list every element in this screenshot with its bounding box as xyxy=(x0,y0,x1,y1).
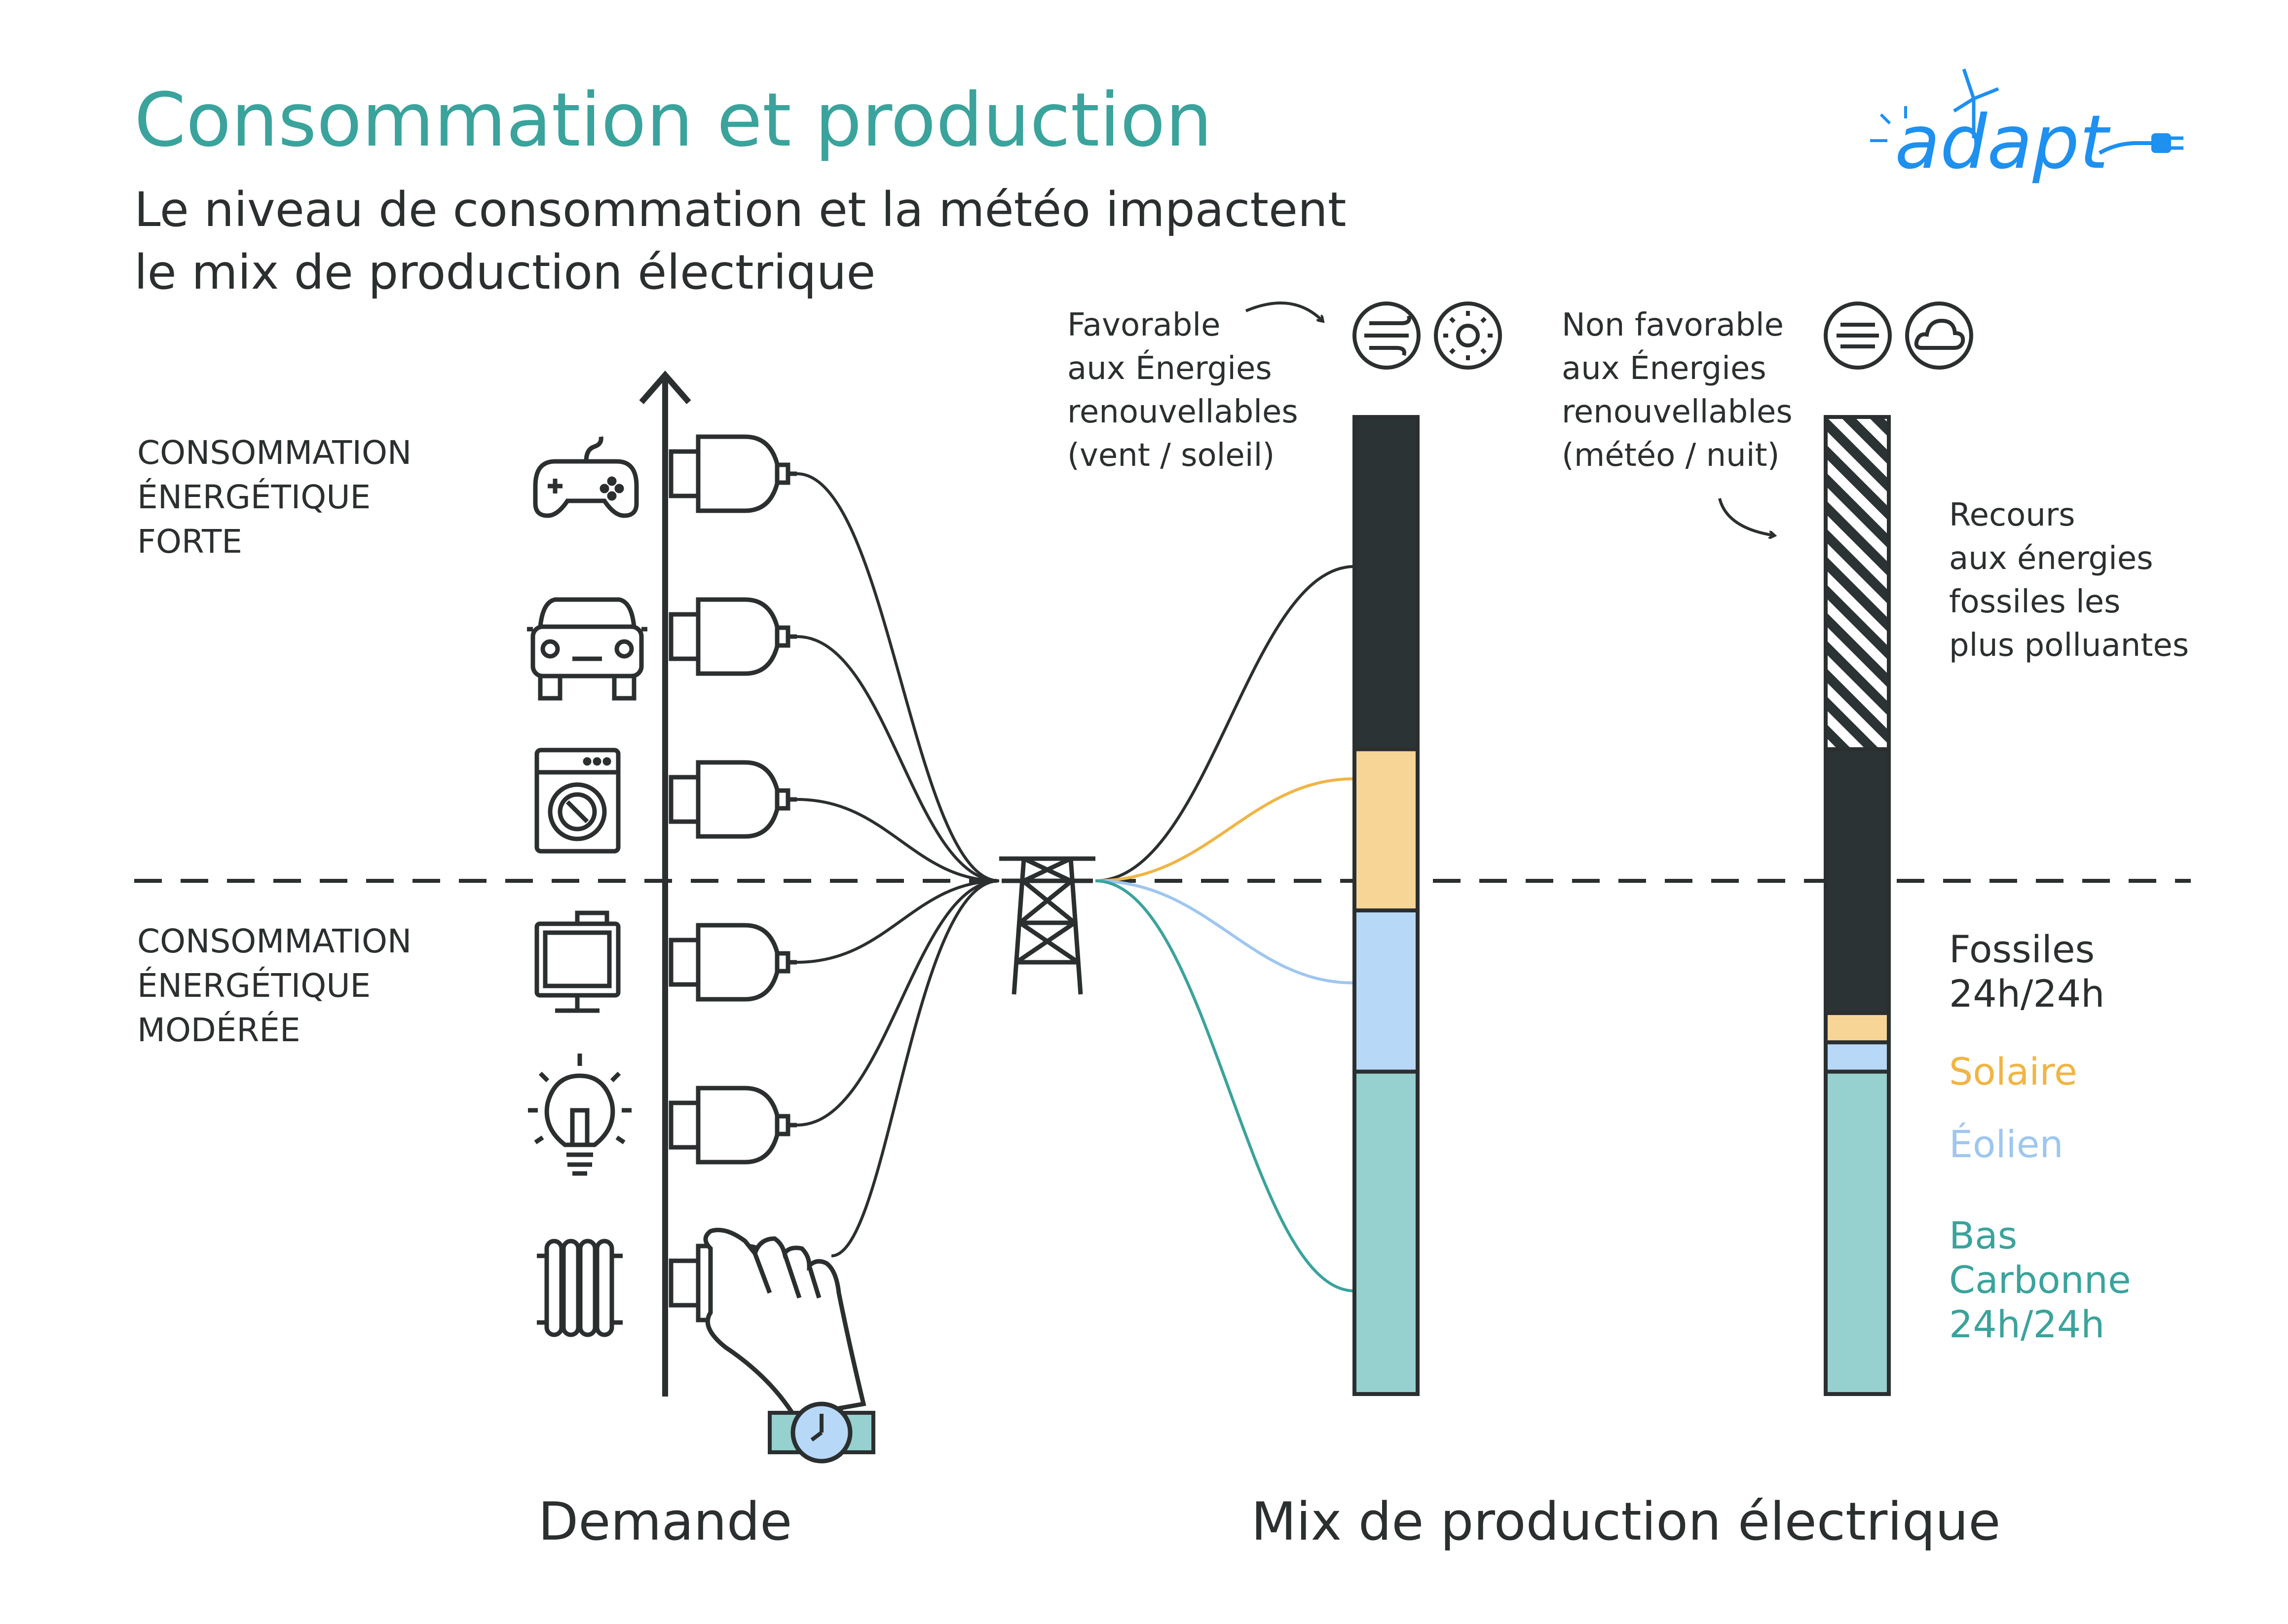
plugs-group xyxy=(669,434,797,1322)
supply-wire-4 xyxy=(1095,879,1355,1292)
supply-wire-3 xyxy=(1095,879,1355,984)
svg-text:24h/24h: 24h/24h xyxy=(1949,1302,2104,1346)
production-mix-bars xyxy=(1352,415,1891,1397)
favorable-arrow xyxy=(1245,302,1322,321)
page-subtitle-line-2: le mix de production électrique xyxy=(134,245,875,300)
svg-text:CONSOMMATION: CONSOMMATION xyxy=(137,434,412,472)
demand-wire-5 xyxy=(796,879,1000,1127)
sun-rays-icon xyxy=(1870,106,1907,142)
light-bulb-icon xyxy=(528,1054,632,1176)
wind-turbine-icon xyxy=(1953,68,1999,138)
fossil-note-text: Recours aux énergies fossiles les plus p… xyxy=(1949,497,2189,664)
fog-icon xyxy=(1824,302,1892,370)
game-controller-icon xyxy=(533,436,639,518)
demand-wire-6 xyxy=(831,879,1000,1257)
plug-2 xyxy=(669,597,797,676)
unfavorable-arrow xyxy=(1718,498,1774,535)
plug-icon xyxy=(2151,133,2171,153)
cloud-icon xyxy=(1905,302,1973,370)
bar-segment-2-4 xyxy=(1824,747,1891,1015)
supply-wire-2 xyxy=(1095,777,1355,882)
plug-1 xyxy=(669,434,797,513)
bar-segment-2-2 xyxy=(1824,1040,1891,1074)
svg-text:24h/24h: 24h/24h xyxy=(1949,972,2104,1016)
bar-segment-1-2 xyxy=(1352,908,1420,1074)
svg-text:Favorable: Favorable xyxy=(1067,307,1221,343)
bar-segment-1-1 xyxy=(1352,1069,1420,1397)
legend-bas-carbonne: Bas Carbonne 24h/24h xyxy=(1949,1213,2131,1346)
legend-eolien: Éolien xyxy=(1949,1122,2063,1166)
watch-icon xyxy=(768,1401,875,1464)
pylon-icon xyxy=(999,856,1095,995)
hand-icon xyxy=(703,1228,866,1419)
demand-wire-4 xyxy=(796,879,1000,964)
plug-4 xyxy=(669,923,797,1002)
svg-text:ÉNERGÉTIQUE: ÉNERGÉTIQUE xyxy=(137,966,371,1005)
svg-text:ÉNERGÉTIQUE: ÉNERGÉTIQUE xyxy=(137,478,371,516)
demand-wire-3 xyxy=(796,798,1000,882)
wires-group xyxy=(796,472,1355,1292)
svg-text:(météo / nuit): (météo / nuit) xyxy=(1562,437,1780,474)
sun-icon xyxy=(1434,302,1502,370)
svg-text:MODÉRÉE: MODÉRÉE xyxy=(137,1011,300,1049)
demand-axis xyxy=(639,370,691,1397)
logo-text: adapt xyxy=(1895,100,2111,186)
svg-text:plus polluantes: plus polluantes xyxy=(1949,627,2189,664)
legend-solaire: Solaire xyxy=(1949,1050,2077,1094)
bar-segment-1-4 xyxy=(1352,415,1420,752)
adapt-logo: adapt xyxy=(1870,68,2183,186)
washing-machine-icon xyxy=(534,748,621,854)
svg-text:Carbonne: Carbonne xyxy=(1949,1258,2131,1302)
demand-wire-2 xyxy=(796,635,1000,882)
plug-3 xyxy=(669,760,797,839)
svg-text:renouvellables: renouvellables xyxy=(1562,394,1793,430)
svg-text:Recours: Recours xyxy=(1949,497,2075,533)
svg-text:(vent / soleil): (vent / soleil) xyxy=(1067,437,1275,474)
label-consommation-moderee: CONSOMMATION ÉNERGÉTIQUE MODÉRÉE xyxy=(137,922,412,1049)
svg-text:Bas: Bas xyxy=(1949,1213,2017,1257)
demande-label: Demande xyxy=(538,1491,792,1552)
television-icon xyxy=(534,910,621,1013)
page-subtitle-line-1: Le niveau de consommation et la météo im… xyxy=(134,182,1347,237)
radiator-icon xyxy=(537,1239,623,1337)
svg-text:CONSOMMATION: CONSOMMATION xyxy=(137,922,412,960)
svg-text:FORTE: FORTE xyxy=(137,523,242,561)
plug-5 xyxy=(669,1086,797,1165)
svg-text:aux Énergies: aux Énergies xyxy=(1562,349,1766,387)
bar-segment-2-1 xyxy=(1824,1069,1891,1397)
demand-wire-1 xyxy=(796,472,1000,882)
label-consommation-forte: CONSOMMATION ÉNERGÉTIQUE FORTE xyxy=(137,434,412,561)
wind-icon xyxy=(1352,302,1421,370)
favorable-text: Favorable aux Énergies renouvellables (v… xyxy=(1067,307,1298,474)
supply-wire-1 xyxy=(1095,565,1355,882)
car-icon xyxy=(527,597,647,701)
bar-segment-2-3 xyxy=(1824,1011,1891,1045)
svg-text:Fossiles: Fossiles xyxy=(1949,927,2095,971)
bar-segment-1-3 xyxy=(1352,747,1420,912)
svg-text:Non favorable: Non favorable xyxy=(1562,307,1784,343)
svg-text:aux Énergies: aux Énergies xyxy=(1067,349,1272,387)
svg-text:aux énergies: aux énergies xyxy=(1949,540,2153,577)
svg-text:fossiles les: fossiles les xyxy=(1949,584,2121,620)
svg-text:renouvellables: renouvellables xyxy=(1067,394,1298,430)
unfavorable-text: Non favorable aux Énergies renouvellable… xyxy=(1562,307,1793,474)
legend-fossiles: Fossiles 24h/24h xyxy=(1949,927,2104,1016)
page-title: Consommation et production xyxy=(134,77,1212,163)
plug-cord-icon xyxy=(2099,141,2151,155)
mix-label: Mix de production électrique xyxy=(1251,1491,2001,1552)
bar-segment-2-5 xyxy=(1824,415,1891,752)
